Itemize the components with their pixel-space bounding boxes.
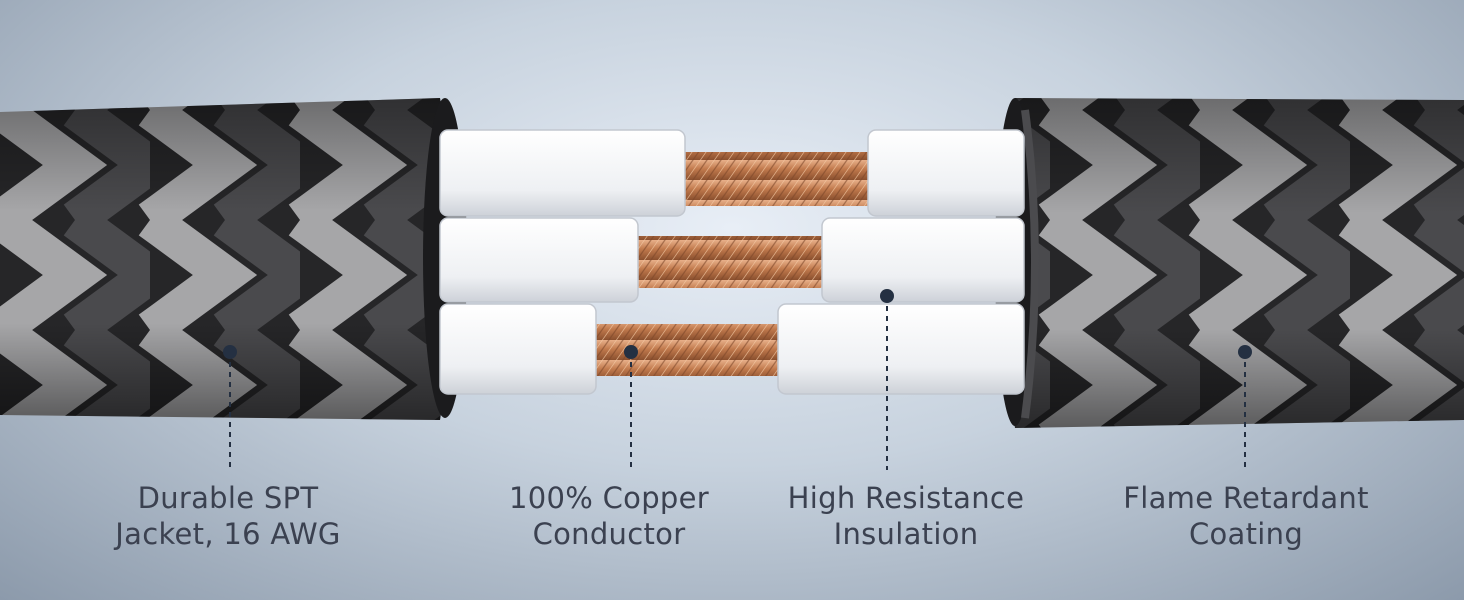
copper-wire-top <box>676 152 890 206</box>
caption-coating-line1: Flame Retardant <box>1123 481 1369 515</box>
copper-wire-bottom <box>576 324 790 376</box>
caption-jacket-line1: Durable SPT <box>137 481 319 515</box>
caption-conductor-line2: Conductor <box>532 517 686 551</box>
callout-marker-jacket <box>223 345 237 470</box>
callout-marker-conductor <box>624 345 638 470</box>
caption-jacket-line2: Jacket, 16 AWG <box>115 517 341 551</box>
left-braided-jacket <box>0 98 467 420</box>
caption-insulation-line2: Insulation <box>833 517 979 551</box>
callout-marker-coating <box>1238 345 1252 470</box>
right-braided-jacket <box>995 98 1464 428</box>
caption-conductor-line1: 100% Copper <box>509 481 709 515</box>
left-insulation <box>439 129 686 395</box>
copper-wire-middle <box>626 236 840 288</box>
callout-markers <box>223 289 1252 470</box>
copper-conductors <box>576 152 890 376</box>
caption-jacket: Durable SPT Jacket, 16 AWG <box>68 480 388 552</box>
caption-coating: Flame Retardant Coating <box>1086 480 1406 552</box>
caption-insulation: High Resistance Insulation <box>746 480 1066 552</box>
caption-insulation-line1: High Resistance <box>787 481 1025 515</box>
right-insulation <box>777 129 1025 395</box>
caption-coating-line2: Coating <box>1188 517 1304 551</box>
caption-conductor: 100% Copper Conductor <box>449 480 769 552</box>
callout-marker-insulation <box>880 289 894 470</box>
